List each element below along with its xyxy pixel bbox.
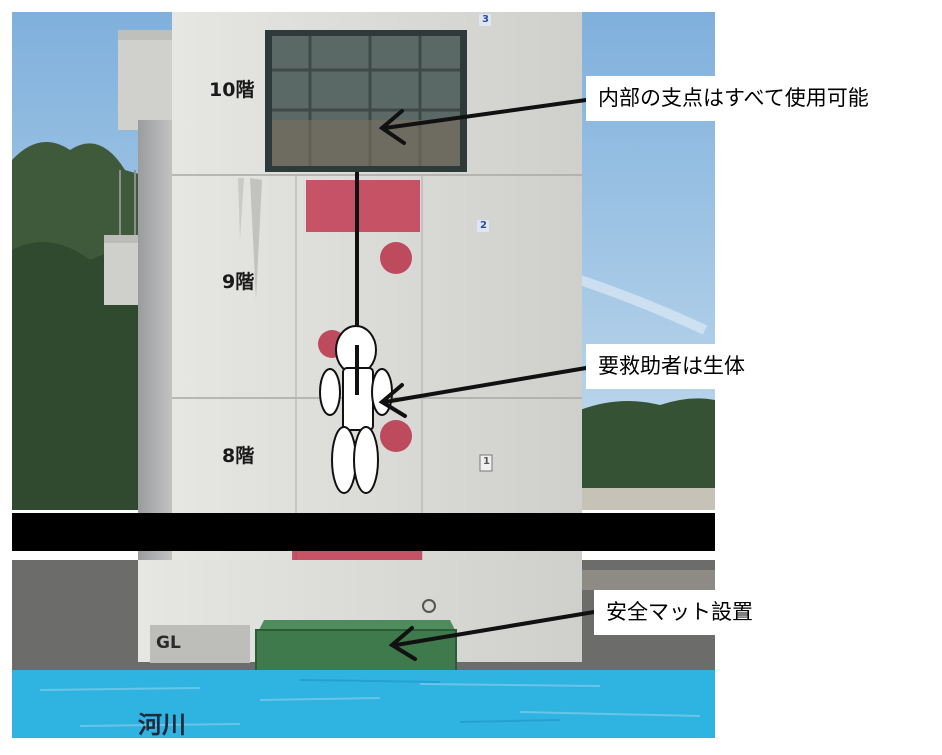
river-label: 河川 [138,711,186,739]
floor-label-9f: 9階 [222,271,255,293]
callout-safety-mat: 安全マット設置 [594,590,765,636]
callout-anchor-points: 内部の支点はすべて使用可能 [586,76,881,122]
plate-bg [479,14,491,26]
plate-number: 3 [482,14,489,25]
callout-victim: 要救助者は生体 [586,344,757,390]
distant-building [580,488,715,510]
ground-level-label: GL [156,633,181,653]
floor-label-8f: 8階 [222,445,255,467]
victim-figure [319,325,393,494]
red-marker-circle [380,242,412,274]
plate-bg [479,454,493,472]
arrow-to-mat [388,610,596,661]
red-marker-band-9f [306,180,420,232]
arrow-to-window [378,98,588,145]
safety-mat [255,620,457,675]
plate-number: 2 [480,220,487,231]
right-trees [580,398,715,500]
balcony-upper [118,30,178,130]
plate-number: 1 [483,456,490,467]
floor-label-10f: 10階 [209,79,255,101]
redaction-bar [12,513,715,551]
plate-bg [477,220,489,232]
red-marker-circle [380,420,412,452]
arrow-to-victim [378,366,588,418]
ring-anchor [422,599,436,613]
